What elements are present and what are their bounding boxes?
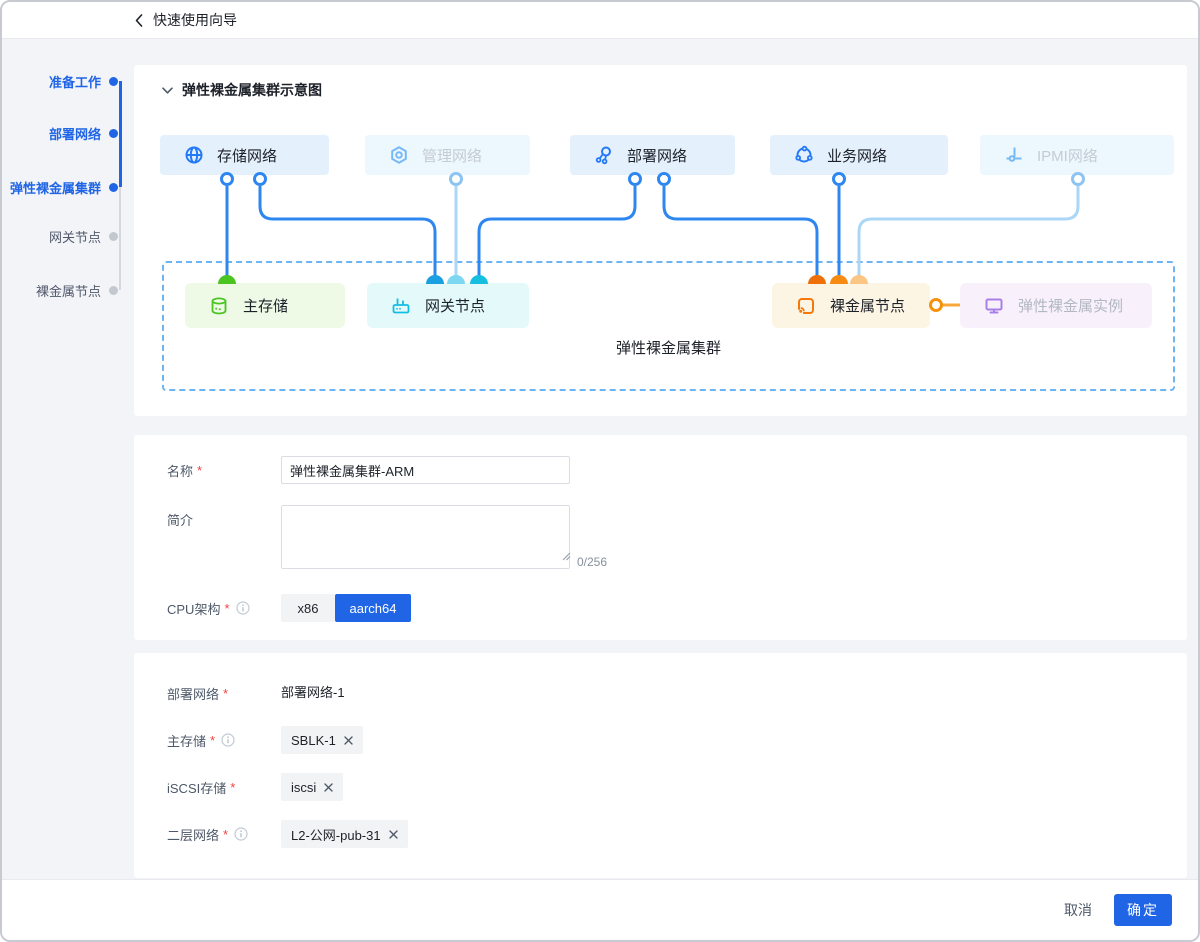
required-marker: * xyxy=(210,732,216,748)
close-icon[interactable] xyxy=(344,735,353,745)
l2-network-label: 二层网络* xyxy=(134,820,281,848)
step-item-gateway-node[interactable]: 网关节点 xyxy=(49,227,118,246)
name-input[interactable] xyxy=(281,456,570,484)
basic-form-card: 名称* 简介 0/256 xyxy=(134,435,1187,640)
cpu-arch-segmented: x86 aarch64 xyxy=(281,594,411,622)
step-item-deploy-network[interactable]: 部署网络 xyxy=(49,124,118,143)
close-icon[interactable] xyxy=(388,829,398,839)
network-form-card: 部署网络* 部署网络-1 主存储* SBLK-1 xyxy=(134,653,1187,878)
node-box-instance: 弹性裸金属实例 xyxy=(960,283,1152,328)
footer-bar: 取消 确定 xyxy=(2,879,1198,940)
cluster-label: 弹性裸金属集群 xyxy=(615,340,721,357)
l2-network-tag: L2-公网-pub-31 xyxy=(281,820,408,848)
step-item-baremetal-cluster[interactable]: 弹性裸金属集群 xyxy=(10,178,118,197)
cpu-field-label: CPU架构* xyxy=(134,594,281,622)
network-box-business: 业务网络 xyxy=(770,135,948,175)
char-counter: 0/256 xyxy=(577,555,608,569)
iscsi-storage-label: iSCSI存储* xyxy=(167,779,236,796)
chevron-down-icon xyxy=(162,86,173,94)
required-marker: * xyxy=(224,600,230,616)
ring-nodes-icon xyxy=(794,145,814,165)
monitor-icon xyxy=(984,296,1004,316)
page-title: 快速使用向导 xyxy=(153,12,237,28)
network-label: IPMI网络 xyxy=(1037,147,1098,165)
router-icon xyxy=(391,296,411,316)
step-item-baremetal-node[interactable]: 裸金属节点 xyxy=(36,281,118,300)
step-nav: 准备工作 部署网络 弹性裸金属集群 网关节点 裸金属节点 xyxy=(2,39,134,879)
primary-storage-label: 主存储* xyxy=(134,726,281,754)
info-icon[interactable] xyxy=(234,827,248,841)
cpu-option-x86[interactable]: x86 xyxy=(281,594,335,622)
cpu-option-aarch64[interactable]: aarch64 xyxy=(335,594,411,622)
close-icon[interactable] xyxy=(324,782,333,792)
iscsi-storage-tag: iscsi xyxy=(281,773,344,801)
primary-storage-tag: SBLK-1 xyxy=(281,726,363,754)
diagram-card: 弹性裸金属集群示意图 弹性裸金属集群 存储网络 管理网络 xyxy=(134,65,1187,416)
deploy-network-label: 部署网络* xyxy=(167,685,229,702)
node-label: 主存储 xyxy=(243,298,289,315)
network-label: 存储网络 xyxy=(217,147,278,165)
intro-field-label: 简介 xyxy=(167,512,194,528)
diagram-section-toggle[interactable]: 弹性裸金属集群示意图 xyxy=(162,80,322,100)
step-progress-line-done xyxy=(119,81,122,187)
step-dot xyxy=(109,232,118,241)
step-dot xyxy=(109,129,118,138)
intro-textarea[interactable] xyxy=(281,505,570,569)
required-marker: * xyxy=(230,779,236,795)
required-marker: * xyxy=(223,685,229,701)
chevron-left-icon xyxy=(135,13,153,27)
name-field-label: 名称* xyxy=(167,462,203,479)
network-box-storage: 存储网络 xyxy=(160,135,329,175)
network-label: 业务网络 xyxy=(827,147,888,165)
required-marker: * xyxy=(197,462,203,478)
step-dot xyxy=(109,77,118,86)
info-icon[interactable] xyxy=(221,733,235,747)
cluster-nodes-icon xyxy=(594,145,614,165)
step-progress-line-pending xyxy=(119,187,121,290)
network-box-ipmi: IPMI网络 xyxy=(980,135,1174,175)
probe-icon xyxy=(1004,145,1024,165)
cancel-button[interactable]: 取消 xyxy=(1064,902,1092,918)
network-box-deployment: 部署网络 xyxy=(570,135,735,175)
database-icon xyxy=(209,296,229,316)
confirm-button[interactable]: 确定 xyxy=(1114,894,1172,926)
required-marker: * xyxy=(223,826,229,842)
node-label: 弹性裸金属实例 xyxy=(1018,298,1124,315)
node-label: 裸金属节点 xyxy=(830,298,906,315)
network-label: 管理网络 xyxy=(422,147,483,165)
deploy-network-value: 部署网络-1 xyxy=(281,685,345,700)
node-box-gateway: 网关节点 xyxy=(367,283,529,328)
network-box-management: 管理网络 xyxy=(365,135,530,175)
rss-icon xyxy=(796,296,816,316)
topbar: 快速使用向导 xyxy=(2,2,1198,39)
diagram-section-title: 弹性裸金属集群示意图 xyxy=(182,82,322,98)
step-item-prepare[interactable]: 准备工作 xyxy=(49,72,118,91)
network-label: 部署网络 xyxy=(627,147,688,165)
node-box-primary-storage: 主存储 xyxy=(185,283,345,328)
step-dot xyxy=(109,183,118,192)
step-dot xyxy=(109,286,118,295)
node-label: 网关节点 xyxy=(425,298,486,315)
globe-icon xyxy=(184,145,204,165)
node-box-baremetal: 裸金属节点 xyxy=(772,283,930,328)
hexagon-gear-icon xyxy=(389,145,409,165)
info-icon[interactable] xyxy=(235,601,250,615)
back-button[interactable]: 快速使用向导 xyxy=(135,10,237,30)
